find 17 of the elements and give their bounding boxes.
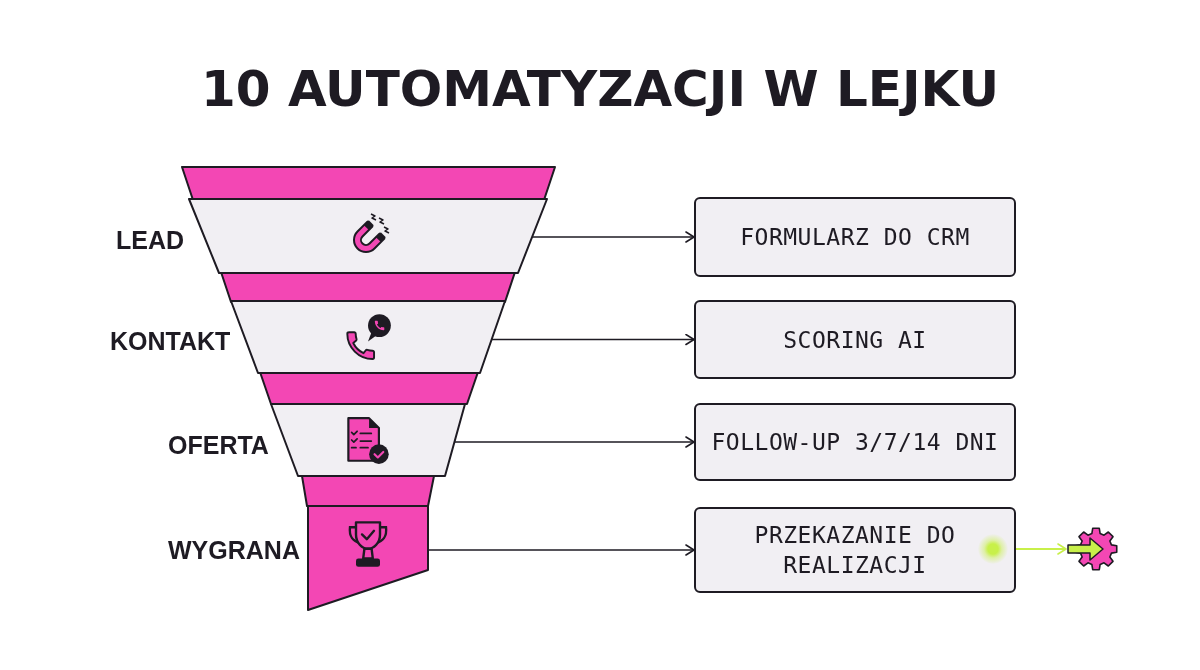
stage-label: LEAD	[116, 225, 185, 255]
arrow	[1015, 543, 1067, 555]
automation-label: FORMULARZ DO CRM	[740, 223, 970, 252]
process-box	[694, 507, 1016, 593]
stage-label: WYGRANA	[168, 535, 300, 565]
process-box	[694, 197, 1016, 277]
arrow	[531, 231, 695, 243]
funnel-band	[307, 505, 429, 611]
gear-arrow-icon	[1066, 524, 1118, 574]
automation-label: FOLLOW-UP 3/7/14 DNI	[711, 428, 999, 457]
stage-label: KONTAKT	[110, 326, 231, 356]
funnel-band	[188, 198, 548, 274]
diagram-title: 10 AUTOMATYZACJI W LEJKU	[200, 64, 1000, 114]
automation-label: PRZEKAZANIE DO REALIZACJI	[753, 521, 957, 580]
automation-label: SCORING AI	[783, 325, 927, 355]
process-box	[694, 300, 1016, 379]
process-box	[694, 403, 1016, 481]
